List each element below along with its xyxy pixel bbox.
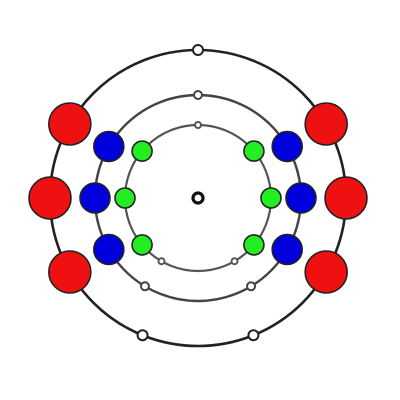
- orbit-marker: [193, 90, 203, 100]
- orbit-ball: [48, 250, 92, 294]
- orbit-ball: [304, 250, 348, 294]
- orbit-ball: [243, 234, 265, 256]
- center-nucleus: [191, 191, 205, 205]
- orbit-ball: [28, 176, 72, 220]
- orbit-ball: [271, 233, 304, 266]
- orbit-balls: [28, 102, 368, 294]
- orbit-marker: [194, 121, 202, 129]
- orbit-marker: [230, 257, 239, 266]
- orbit-marker: [247, 329, 260, 342]
- center-point: [191, 191, 205, 205]
- orbit-ball: [92, 233, 125, 266]
- orbit-ball: [285, 182, 317, 214]
- orbit-marker: [136, 329, 149, 342]
- orbit-ball: [131, 234, 153, 256]
- orbit-ball: [324, 176, 368, 220]
- orbit-marker: [139, 281, 150, 292]
- orbit-ball: [260, 187, 282, 209]
- orbit-ball: [114, 187, 136, 209]
- orbit-marker: [246, 281, 257, 292]
- orbit-ball: [304, 102, 348, 146]
- orbit-ball: [131, 140, 153, 162]
- orbit-ball: [48, 102, 92, 146]
- orbit-markers: [136, 44, 260, 342]
- orbit-ball: [79, 182, 111, 214]
- orbit-ball: [243, 140, 265, 162]
- orbit-marker: [157, 257, 166, 266]
- orbit-ball: [92, 130, 125, 163]
- orbit-ball: [271, 130, 304, 163]
- orbit-marker: [192, 44, 204, 56]
